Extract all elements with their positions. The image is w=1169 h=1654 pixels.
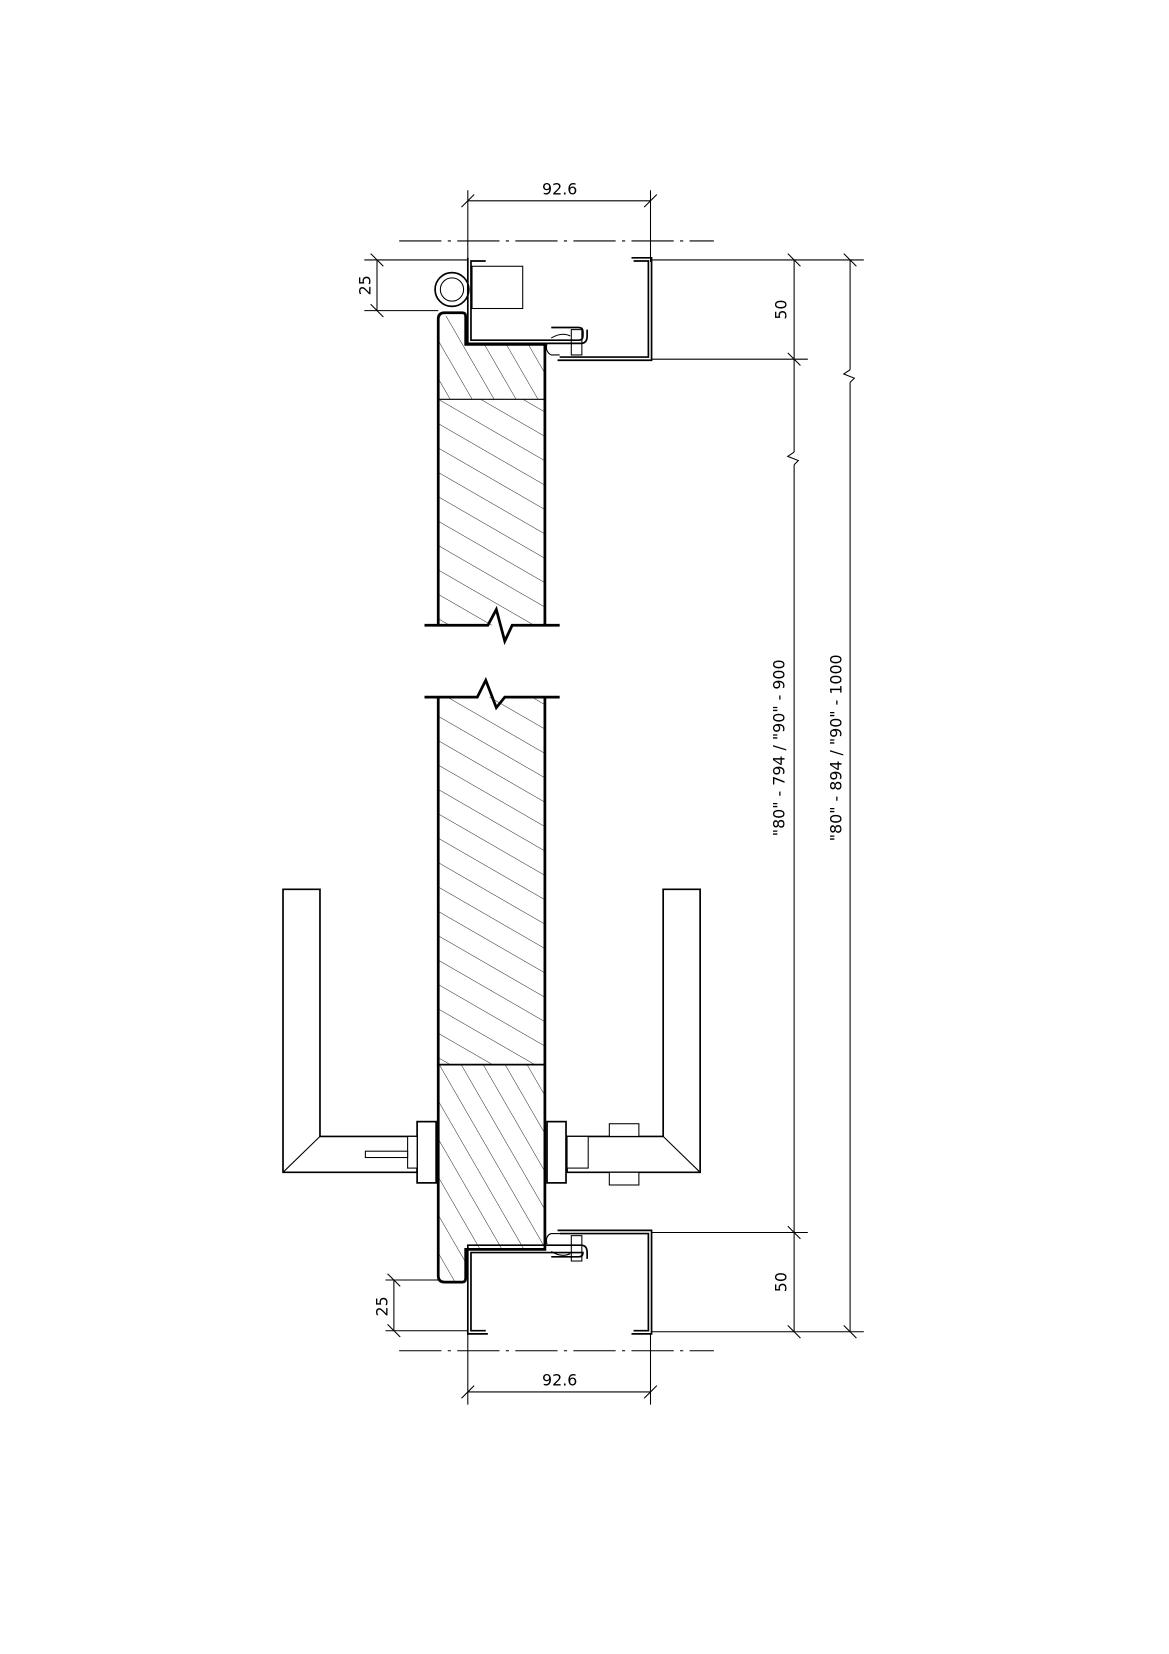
- top-rebate-dimension: 25: [356, 253, 468, 318]
- hinge-icon: [434, 271, 470, 308]
- top-depth-label: 92.6: [542, 179, 577, 198]
- frame-bottom: [466, 1229, 653, 1335]
- top-depth-dimension: 92.6: [461, 179, 658, 263]
- top-frame-width-label: 50: [772, 299, 791, 319]
- overall-width-label: "80" - 894 / "90" - 1000: [827, 654, 846, 841]
- bottom-depth-label: 92.6: [542, 1371, 577, 1390]
- frame-top: [434, 256, 653, 362]
- clear-opening-label: "80" - 794 / "90" - 900: [770, 659, 789, 836]
- lever-handle-right: [546, 888, 701, 1186]
- bottom-depth-dimension: 92.6: [461, 1333, 658, 1405]
- frame-width-dimensions: 50 50 "80" - 794 / "90" - 900 "80" - 894…: [651, 253, 864, 1339]
- door-leaf-lower: [424, 676, 560, 1284]
- door-leaf-upper: [424, 311, 560, 646]
- bottom-rebate-label: 25: [373, 1296, 392, 1316]
- bottom-frame-width-label: 50: [772, 1272, 791, 1292]
- top-rebate-label: 25: [356, 275, 375, 295]
- lever-handle-left: [282, 888, 437, 1184]
- bottom-rebate-dimension: 25: [373, 1273, 468, 1338]
